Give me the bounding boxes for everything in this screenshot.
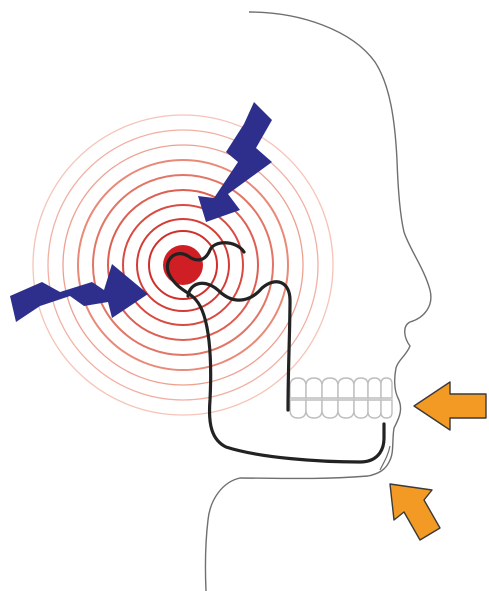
tooth	[322, 378, 338, 398]
tooth	[306, 400, 322, 418]
zigzag-arrow-top-icon	[198, 102, 272, 222]
tooth	[381, 378, 392, 398]
tooth	[290, 378, 306, 398]
tooth	[381, 400, 392, 418]
teeth	[290, 378, 392, 418]
tooth	[322, 400, 338, 418]
tooth	[338, 378, 354, 398]
tooth	[338, 400, 354, 418]
tooth	[306, 378, 322, 398]
arrow-chin-icon	[390, 484, 440, 540]
jaw-ramus	[188, 282, 290, 410]
tooth	[368, 400, 381, 418]
arrow-right-icon	[414, 382, 486, 430]
tooth	[354, 378, 368, 398]
tooth	[290, 400, 306, 418]
tooth	[354, 400, 368, 418]
tooth	[368, 378, 381, 398]
